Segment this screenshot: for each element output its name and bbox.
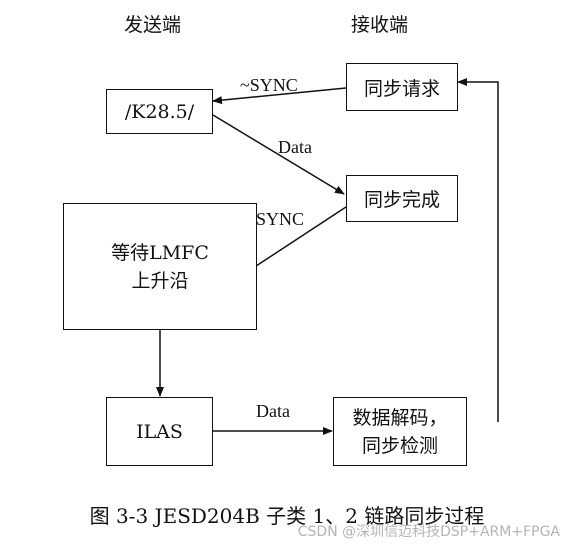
receiver-header: 接收端 bbox=[351, 14, 409, 36]
sync-label: SYNC bbox=[256, 209, 305, 229]
sync-request-label: 同步请求 bbox=[363, 77, 440, 100]
data-label-lower: Data bbox=[256, 401, 290, 421]
sync-done-box: 同步完成 bbox=[346, 175, 458, 222]
ilas-label: ILAS bbox=[136, 420, 183, 443]
k285-box: /K28.5/ bbox=[106, 89, 213, 134]
sync-request-box: 同步请求 bbox=[346, 63, 458, 111]
ilas-box: ILAS bbox=[106, 397, 213, 466]
k285-label: /K28.5/ bbox=[124, 100, 195, 123]
watermark: CSDN @深圳信迈科技DSP+ARM+FPGA bbox=[297, 524, 560, 540]
not-sync-label: ~SYNC bbox=[240, 75, 298, 95]
decode-line1: 数据解码， bbox=[352, 406, 448, 429]
arrow-k285-to-sync-done bbox=[212, 114, 345, 195]
wait-lmfc-line2: 上升沿 bbox=[131, 269, 189, 292]
sender-header: 发送端 bbox=[124, 14, 182, 36]
data-label-upper: Data bbox=[278, 137, 312, 157]
sync-done-label: 同步完成 bbox=[363, 189, 440, 211]
wait-lmfc-line1: 等待LMFC bbox=[111, 241, 209, 264]
decode-box: 数据解码， 同步检测 bbox=[333, 397, 467, 466]
figure-caption: 图 3-3 JESD204B 子类 1、2 链路同步过程 bbox=[89, 504, 485, 528]
wait-lmfc-box: 等待LMFC 上升沿 bbox=[63, 203, 257, 330]
arrow-sync-done-to-wait-lmfc bbox=[246, 206, 347, 273]
decode-line2: 同步检测 bbox=[361, 434, 438, 457]
arrow-sync-request-to-k285 bbox=[212, 87, 347, 105]
arrow-decode-to-sync-request bbox=[457, 78, 499, 422]
